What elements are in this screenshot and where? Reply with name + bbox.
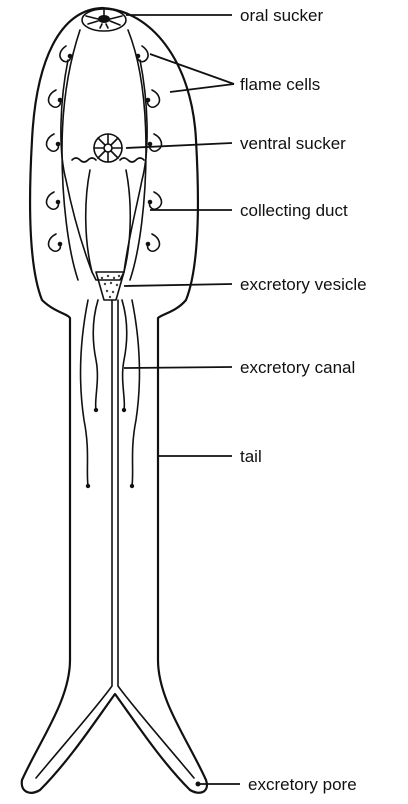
canal-end-left xyxy=(94,408,98,412)
excretory-canal-right xyxy=(122,300,127,410)
label-ventral-sucker: ventral sucker xyxy=(240,134,346,153)
label-oral-sucker: oral sucker xyxy=(240,6,323,25)
label-collecting-duct: collecting duct xyxy=(240,201,348,220)
excretory-vesicle xyxy=(96,272,124,300)
tail-canal-end-left xyxy=(86,484,90,488)
body-outline xyxy=(22,8,207,793)
inner-right-margin xyxy=(128,30,146,280)
leader-excretory-vesicle xyxy=(124,284,232,286)
tail-midline-left xyxy=(36,300,112,778)
label-excretory-pore: excretory pore xyxy=(248,775,357,794)
canal-end-right xyxy=(122,408,126,412)
tail-canal-left xyxy=(81,300,88,486)
excretory-canal-left xyxy=(93,300,98,410)
wavy-duct-right xyxy=(120,158,144,162)
leader-ventral-sucker xyxy=(126,143,232,148)
label-excretory-vesicle: excretory vesicle xyxy=(240,275,367,294)
leader-excretory-canal xyxy=(124,367,232,368)
ventral-sucker xyxy=(94,134,122,162)
flame-cells-right xyxy=(136,46,162,251)
tail-canal-right xyxy=(132,300,139,486)
label-excretory-canal: excretory canal xyxy=(240,358,355,377)
label-flame-cells: flame cells xyxy=(240,75,320,94)
tail-canal-end-right xyxy=(130,484,134,488)
central-column xyxy=(86,170,131,280)
oral-sucker xyxy=(82,9,126,31)
leader-flame-cells-1 xyxy=(150,54,234,84)
leader-flame-cells-2 xyxy=(170,84,234,92)
excretory-pore-dot xyxy=(196,782,201,787)
inner-left-margin xyxy=(62,30,80,280)
label-tail: tail xyxy=(240,447,262,466)
wavy-duct-left xyxy=(72,158,96,162)
tail-midline-right xyxy=(118,300,194,778)
collecting-duct-right xyxy=(124,60,147,272)
